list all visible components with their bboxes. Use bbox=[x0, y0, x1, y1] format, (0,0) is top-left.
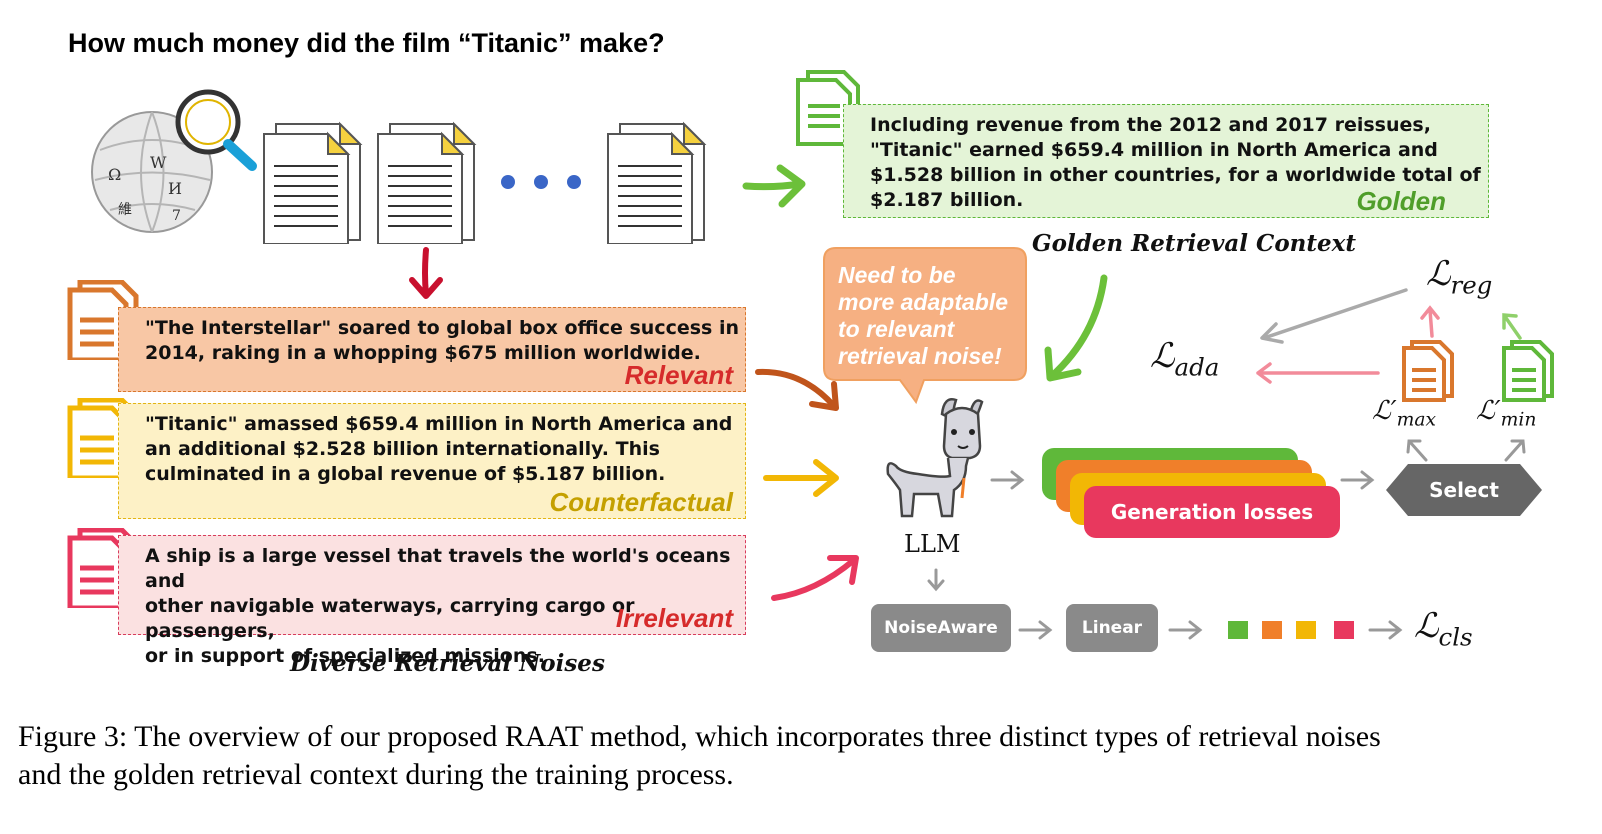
loss-reg-label: ℒreg bbox=[1426, 254, 1493, 300]
counterfactual-noise-box: "Titanic" amassed $659.4 million in Nort… bbox=[118, 403, 746, 519]
relevant-noise-box: "The Interstellar" soared to global box … bbox=[118, 307, 746, 392]
loss-min-label: ℒ′min bbox=[1476, 396, 1537, 431]
class-square-pink bbox=[1334, 621, 1354, 639]
arrow-right-icon bbox=[1168, 620, 1203, 640]
document-icon bbox=[377, 121, 477, 244]
loss-max-sub: max bbox=[1396, 409, 1437, 431]
svg-text:W: W bbox=[150, 153, 167, 172]
document-icon bbox=[607, 121, 707, 244]
golden-arrow-icon bbox=[1044, 274, 1108, 382]
arrow-up-icon bbox=[1406, 439, 1428, 462]
class-square-orange bbox=[1262, 621, 1282, 639]
arrow-right-icon bbox=[1368, 620, 1403, 640]
linear-block: Linear bbox=[1066, 604, 1158, 652]
noises-caption: Diverse Retrieval Noises bbox=[290, 650, 605, 677]
arrow-right-icon bbox=[990, 470, 1025, 490]
irrelevant-tag: Irrelevant bbox=[615, 603, 733, 633]
arrow-right-icon bbox=[1340, 470, 1375, 490]
golden-tag: Golden bbox=[1356, 186, 1446, 216]
max-to-ada-arrow-icon bbox=[1256, 362, 1380, 384]
arrow-up-icon bbox=[1504, 439, 1526, 462]
question-title: How much money did the film “Titanic” ma… bbox=[68, 28, 665, 58]
arrow-up-icon bbox=[1502, 313, 1522, 340]
llama-icon bbox=[886, 398, 984, 518]
noiseaware-block: NoiseAware bbox=[871, 604, 1011, 652]
svg-text:維: 維 bbox=[118, 202, 132, 218]
svg-text:7: 7 bbox=[172, 208, 181, 224]
wikipedia-globe-icon: Ω W И 維 7 bbox=[91, 89, 257, 233]
max-document-icon bbox=[1402, 340, 1454, 402]
class-square-green bbox=[1228, 621, 1248, 639]
relevant-noise-text: "The Interstellar" soared to global box … bbox=[145, 317, 740, 364]
counterfactual-noise-text: "Titanic" amassed $659.4 million in Nort… bbox=[145, 413, 733, 485]
irrelevant-noise-text: A ship is a large vessel that travels th… bbox=[145, 545, 731, 667]
arrow-down-icon bbox=[927, 568, 945, 592]
loss-min-sub: min bbox=[1500, 409, 1537, 431]
svg-text:И: И bbox=[168, 179, 182, 198]
loss-cls-sub: cls bbox=[1438, 622, 1473, 652]
relevant-tag: Relevant bbox=[624, 360, 733, 390]
counterfactual-arrow-icon bbox=[763, 459, 839, 497]
arrow-up-icon bbox=[1420, 305, 1440, 338]
figure-caption: Figure 3: The overview of our proposed R… bbox=[18, 720, 1381, 791]
svg-text:Ω: Ω bbox=[108, 165, 121, 184]
loss-reg-sub: reg bbox=[1450, 270, 1493, 300]
golden-context-caption: Golden Retrieval Context bbox=[1032, 230, 1356, 257]
select-label: Select bbox=[1429, 478, 1499, 502]
ellipsis-dots-icon bbox=[501, 175, 581, 189]
arrow-down-icon bbox=[409, 247, 443, 299]
golden-context-box: Including revenue from the 2012 and 2017… bbox=[843, 104, 1489, 218]
counterfactual-tag: Counterfactual bbox=[549, 487, 733, 517]
document-icon bbox=[263, 121, 363, 244]
irrelevant-arrow-icon bbox=[771, 555, 859, 601]
counterfactual-document-icon bbox=[67, 398, 139, 478]
class-square-yellow bbox=[1296, 621, 1316, 639]
golden-context-text: Including revenue from the 2012 and 2017… bbox=[870, 114, 1481, 211]
speech-bubble bbox=[823, 247, 1027, 405]
generation-losses-label: Generation losses bbox=[1084, 486, 1340, 538]
loss-ada-sub: ada bbox=[1174, 352, 1220, 382]
min-document-icon bbox=[1502, 340, 1554, 402]
arrow-right-icon bbox=[1018, 620, 1053, 640]
loss-ada-label: ℒada bbox=[1150, 336, 1220, 382]
bubble-text: Need to be more adaptable to relevant re… bbox=[838, 262, 1008, 369]
loss-cls-label: ℒcls bbox=[1414, 606, 1473, 652]
llm-label: LLM bbox=[904, 530, 961, 558]
arrow-right-icon bbox=[742, 164, 806, 208]
select-hexagon bbox=[1386, 464, 1542, 516]
loss-max-label: ℒ′max bbox=[1372, 396, 1437, 431]
relevant-arrow-icon bbox=[755, 368, 839, 411]
irrelevant-noise-box: A ship is a large vessel that travels th… bbox=[118, 535, 746, 667]
reg-to-ada-arrow-icon bbox=[1260, 288, 1408, 344]
